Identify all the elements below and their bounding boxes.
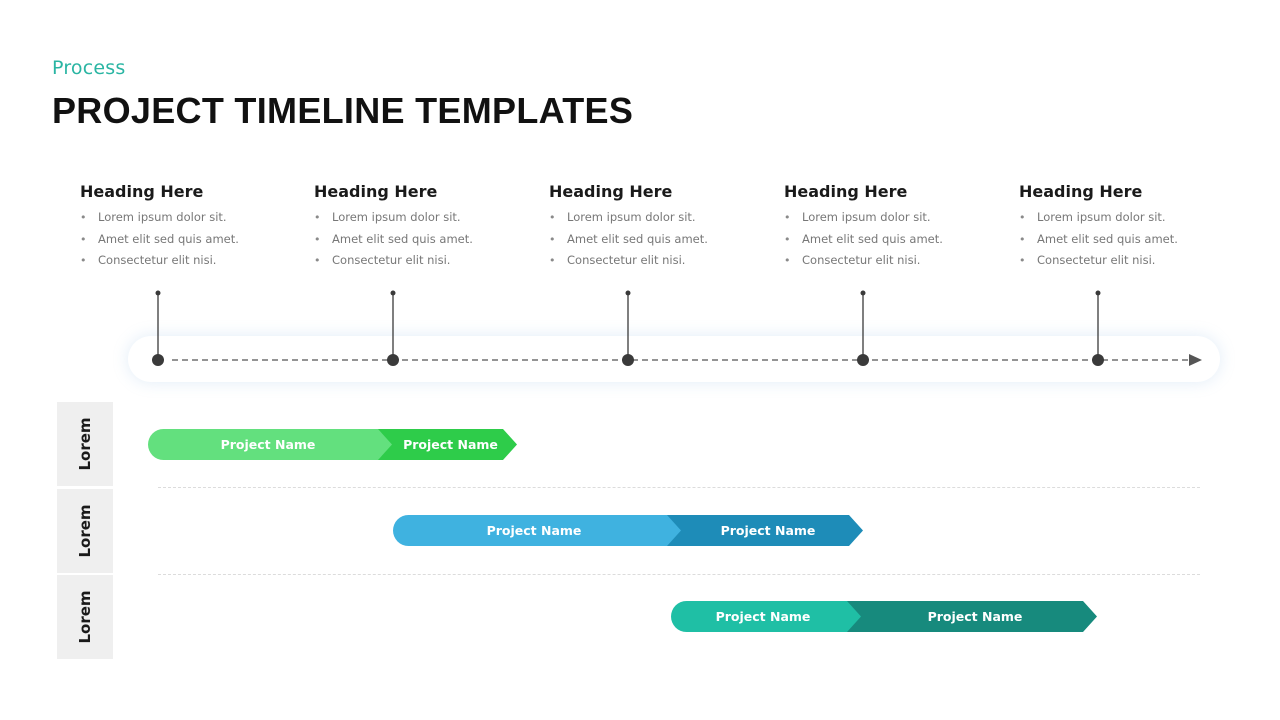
project-bar-label: Project Name (715, 609, 811, 624)
milestone-stem-tip (860, 290, 866, 296)
milestone-node (152, 354, 164, 366)
milestone-bullet: Consectetur elit nisi. (784, 250, 1004, 272)
milestone-bullet: Lorem ipsum dolor sit. (549, 207, 769, 229)
row-divider (158, 487, 1200, 488)
milestone-2: Heading Here Lorem ipsum dolor sit. Amet… (314, 182, 534, 272)
milestone-bullet: Amet elit sed quis amet. (80, 229, 300, 251)
milestone-bullet: Amet elit sed quis amet. (1019, 229, 1239, 251)
milestone-bullet: Lorem ipsum dolor sit. (314, 207, 534, 229)
milestone-bullet: Amet elit sed quis amet. (549, 229, 769, 251)
timeline-track (128, 336, 1220, 382)
project-bar-label: Project Name (403, 437, 498, 452)
milestone-stem-tip (625, 290, 631, 296)
project-bar[interactable]: Project Name (393, 515, 683, 546)
project-bar[interactable]: Project Name (667, 515, 863, 546)
milestone-bullet: Lorem ipsum dolor sit. (1019, 207, 1239, 229)
project-bar[interactable]: Project Name (378, 429, 517, 460)
milestone-heading: Heading Here (784, 182, 908, 201)
row-label-3: Lorem (57, 575, 113, 659)
milestone-3: Heading Here Lorem ipsum dolor sit. Amet… (549, 182, 769, 272)
row-label-text: Lorem (76, 417, 94, 471)
milestone-bullet: Lorem ipsum dolor sit. (80, 207, 300, 229)
milestone-bullet: Consectetur elit nisi. (314, 250, 534, 272)
milestone-stem-tip (390, 290, 396, 296)
milestone-bullet: Amet elit sed quis amet. (314, 229, 534, 251)
page-title: PROJECT TIMELINE TEMPLATES (52, 90, 634, 131)
row-label-1: Lorem (57, 402, 113, 486)
project-bar-label: Project Name (927, 609, 1023, 624)
milestone-1: Heading Here Lorem ipsum dolor sit. Amet… (80, 182, 300, 272)
milestone-stem-tip (155, 290, 161, 296)
milestone-bullet: Lorem ipsum dolor sit. (784, 207, 1004, 229)
section-subtitle: Process (52, 57, 126, 79)
milestone-node (387, 354, 399, 366)
milestone-bullet: Amet elit sed quis amet. (784, 229, 1004, 251)
milestone-node (857, 354, 869, 366)
row-label-text: Lorem (76, 504, 94, 558)
project-bar-label: Project Name (220, 437, 316, 452)
milestone-heading: Heading Here (80, 182, 204, 201)
milestone-bullet: Consectetur elit nisi. (549, 250, 769, 272)
timeline-arrow-icon (1189, 354, 1202, 366)
milestone-heading: Heading Here (1019, 182, 1143, 201)
project-bar[interactable]: Project Name (148, 429, 396, 460)
milestone-heading: Heading Here (549, 182, 673, 201)
milestone-bullet: Consectetur elit nisi. (1019, 250, 1239, 272)
project-bar[interactable]: Project Name (847, 601, 1097, 632)
milestone-heading: Heading Here (314, 182, 438, 201)
row-divider (158, 574, 1200, 575)
milestone-4: Heading Here Lorem ipsum dolor sit. Amet… (784, 182, 1004, 272)
milestone-bullet: Consectetur elit nisi. (80, 250, 300, 272)
project-bar-label: Project Name (720, 523, 816, 538)
milestone-node (1092, 354, 1104, 366)
milestone-5: Heading Here Lorem ipsum dolor sit. Amet… (1019, 182, 1239, 272)
project-bar-label: Project Name (486, 523, 582, 538)
milestone-stem-tip (1095, 290, 1101, 296)
milestone-node (622, 354, 634, 366)
row-label-2: Lorem (57, 489, 113, 573)
project-bar[interactable]: Project Name (671, 601, 863, 632)
row-label-text: Lorem (76, 590, 94, 644)
